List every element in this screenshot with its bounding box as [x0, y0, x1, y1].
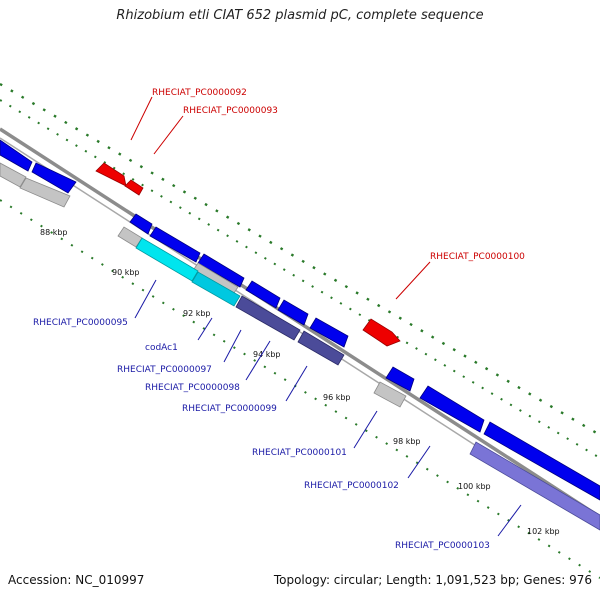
gene-rheciat-pc0000092 — [95, 162, 127, 187]
gene-101a — [385, 366, 415, 392]
gene-rheciat-pc0000095 — [135, 237, 199, 282]
gene-103a — [483, 421, 600, 501]
tick-label: 90 kbp — [112, 268, 140, 277]
outer-dot-track-2 — [0, 99, 600, 459]
gene-label-rheciat-pc0000100: RHECIAT_PC0000100 — [430, 252, 525, 262]
gene-upper-1 — [0, 139, 33, 172]
red-gene-labels: RHECIAT_PC0000092 RHECIAT_PC0000093 RHEC… — [152, 88, 525, 262]
tick-label: 98 kbp — [393, 437, 421, 446]
tick-label: 96 kbp — [323, 393, 351, 402]
gene-codac1 — [191, 271, 241, 307]
topology-summary: Topology: circular; Length: 1,091,523 bp… — [273, 573, 592, 587]
tick-label: 88 kbp — [40, 228, 68, 237]
leader-lines — [130, 96, 522, 537]
gene-rheciat-pc0000103 — [469, 441, 600, 531]
reverse-genes-red — [95, 162, 401, 347]
page-title: Rhizobium etli CIAT 652 plasmid pC, comp… — [116, 8, 484, 23]
gene-label-rheciat-pc0000101: RHECIAT_PC0000101 — [252, 448, 347, 458]
gene-label-codac1: codAc1 — [145, 343, 178, 353]
tick-label: 100 kbp — [458, 482, 491, 491]
tick-label: 94 kbp — [253, 350, 281, 359]
gene-label-rheciat-pc0000103: RHECIAT_PC0000103 — [395, 541, 490, 551]
purple-genes — [235, 295, 600, 531]
gene-gray-1 — [0, 162, 27, 188]
gene-94a — [129, 213, 153, 235]
gene-label-rheciat-pc0000102: RHECIAT_PC0000102 — [304, 481, 399, 491]
gene-label-rheciat-pc0000098: RHECIAT_PC0000098 — [145, 383, 240, 393]
gene-98a — [277, 299, 309, 326]
gene-rheciat-pc0000100 — [362, 318, 401, 347]
cyan-gene — [135, 237, 241, 307]
gene-94c — [197, 253, 245, 288]
gene-rheciat-pc0000098 — [297, 330, 345, 366]
gene-gray-5 — [373, 381, 407, 408]
gene-label-rheciat-pc0000092: RHECIAT_PC0000092 — [152, 88, 247, 98]
tick-labels: 88 kbp 90 kbp 92 kbp 94 kbp 96 kbp 98 kb… — [40, 228, 560, 536]
tick-label: 102 kbp — [527, 527, 560, 536]
gene-label-rheciat-pc0000099: RHECIAT_PC0000099 — [182, 404, 277, 414]
forward-genes-blue — [0, 139, 600, 501]
gray-genes — [0, 162, 407, 408]
gene-codac1-forward — [245, 280, 281, 309]
accession-label: Accession: NC_010997 — [8, 573, 145, 587]
gene-label-rheciat-pc0000093: RHECIAT_PC0000093 — [183, 106, 278, 116]
blue-gene-labels: RHECIAT_PC0000095 codAc1 RHECIAT_PC00000… — [33, 318, 490, 551]
gene-label-rheciat-pc0000097: RHECIAT_PC0000097 — [117, 365, 212, 375]
gene-rheciat-pc0000093 — [124, 179, 144, 196]
gene-94b — [149, 226, 201, 263]
gene-gray-2 — [19, 177, 71, 208]
gene-102a — [419, 385, 485, 433]
gene-label-rheciat-pc0000095: RHECIAT_PC0000095 — [33, 318, 128, 328]
tick-label: 92 kbp — [183, 309, 211, 318]
gene-upper-2 — [31, 162, 77, 194]
gene-rheciat-pc0000097 — [235, 295, 301, 341]
gene-99a — [309, 317, 349, 348]
